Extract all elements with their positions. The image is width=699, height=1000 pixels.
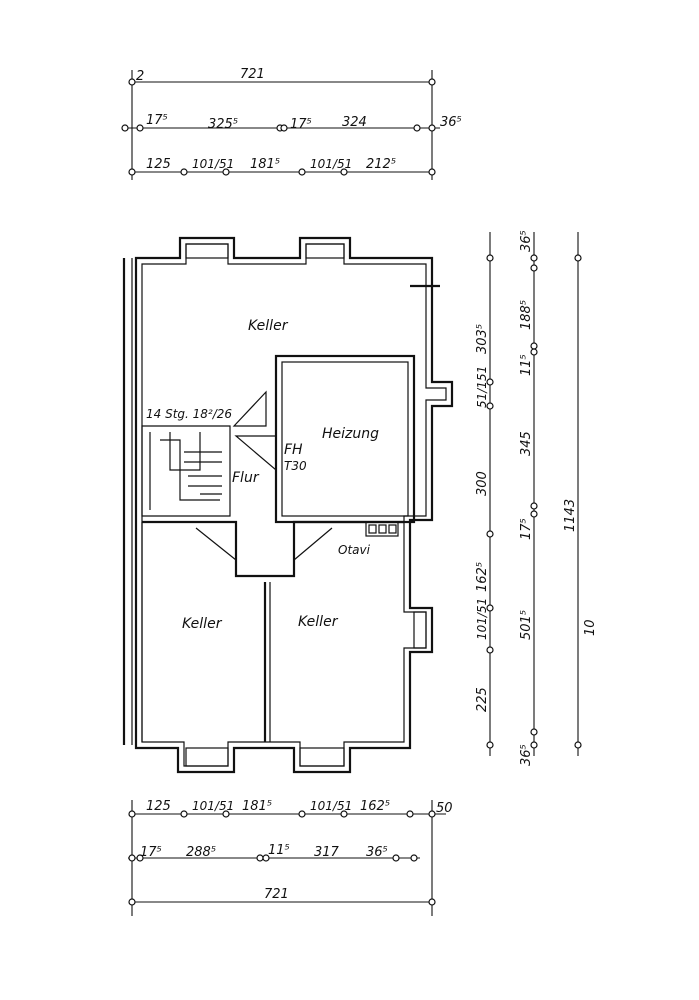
- bottom-dim-125: 125: [146, 799, 171, 814]
- right-dim-1143: 1143: [563, 499, 578, 532]
- bottom-dim-17-5: 17⁵: [140, 845, 162, 860]
- bottom-dim-36-5: 36⁵: [366, 845, 388, 860]
- right-dim-303-5: 303⁵: [475, 324, 490, 354]
- top-dimension-chains: 2 721 17⁵ 325⁵ 17⁵ 324 36⁵ 125 101/51 18…: [121, 67, 462, 180]
- top-dim-17-5-b: 17⁵: [290, 117, 312, 132]
- right-dim-17-5: 17⁵: [519, 518, 534, 540]
- top-dim-101-51-a: 101/51: [192, 157, 234, 171]
- bottom-dim-721: 721: [264, 887, 289, 902]
- right-dim-36-5-bottom: 36⁵: [519, 744, 534, 766]
- top-dim-2: 2: [136, 69, 144, 84]
- right-dim-36-5-top: 36⁵: [519, 230, 534, 252]
- right-dim-51-151: 51/151: [475, 366, 489, 408]
- floor-plan: Keller Heizung FH T30 Flur 14 Stg. 18²/2…: [122, 236, 454, 774]
- right-dim-10: 10: [583, 619, 598, 636]
- room-label-keller-right: Keller: [298, 614, 339, 630]
- right-dimension-chains: 303⁵ 51/151 300 162⁵ 101/51 225 36⁵ 188⁵…: [475, 230, 598, 766]
- right-dim-162-5: 162⁵: [475, 562, 490, 592]
- right-dim-101-51: 101/51: [475, 598, 489, 640]
- bottom-dim-288-5: 288⁵: [186, 845, 216, 860]
- room-label-heizung: Heizung: [322, 426, 379, 442]
- top-dim-125: 125: [146, 157, 171, 172]
- top-dim-181-5: 181⁵: [250, 157, 280, 172]
- right-dim-11-5: 11⁵: [519, 354, 534, 376]
- room-label-keller-top: Keller: [248, 318, 289, 334]
- right-dim-501-5: 501⁵: [519, 610, 534, 640]
- right-dim-300: 300: [475, 471, 490, 496]
- top-dim-101-51-b: 101/51: [310, 157, 352, 171]
- room-label-flur: Flur: [232, 470, 260, 486]
- top-dim-212-5: 212⁵: [366, 157, 396, 172]
- bottom-dim-101-51-b: 101/51: [310, 799, 352, 813]
- right-dim-225: 225: [475, 687, 490, 712]
- right-dim-345: 345: [519, 431, 534, 456]
- right-dim-188-5: 188⁵: [519, 300, 534, 330]
- bottom-dim-11-5: 11⁵: [268, 843, 290, 858]
- bottom-dim-317: 317: [314, 845, 340, 860]
- bottom-dimension-chains: 125 101/51 181⁵ 101/51 162⁵ 50 17⁵ 288⁵ …: [128, 799, 453, 916]
- door-label-fh: FH: [284, 442, 303, 458]
- bottom-dim-162-5: 162⁵: [360, 799, 390, 814]
- top-dim-17-5-a: 17⁵: [146, 113, 168, 128]
- bottom-dim-50: 50: [436, 801, 453, 816]
- room-label-keller-left: Keller: [182, 616, 223, 632]
- top-dim-325-5: 325⁵: [208, 117, 238, 132]
- top-dim-721: 721: [240, 67, 265, 82]
- bottom-dim-101-51-a: 101/51: [192, 799, 234, 813]
- door-label-t30: T30: [284, 459, 307, 473]
- top-dim-324: 324: [342, 115, 367, 130]
- label-otavi: Otavi: [338, 543, 371, 557]
- stairs-label: 14 Stg. 18²/26: [146, 407, 232, 421]
- top-dim-36-5: 36⁵: [440, 115, 462, 130]
- bottom-dim-181-5: 181⁵: [242, 799, 272, 814]
